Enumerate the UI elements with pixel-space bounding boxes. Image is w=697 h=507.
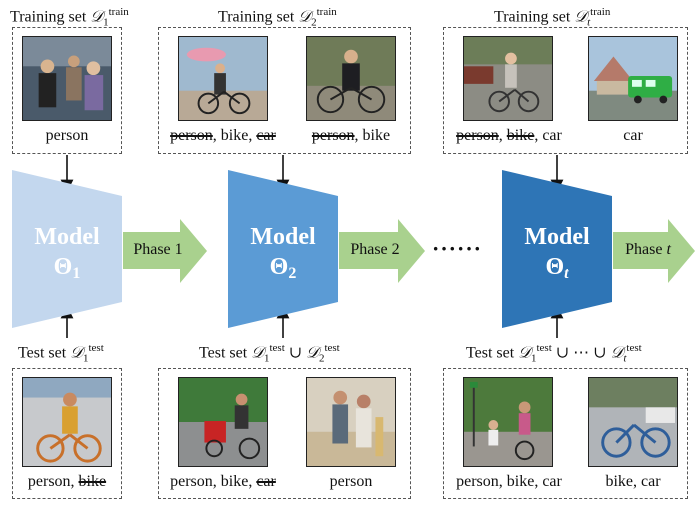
training-t-car-photo [588,36,678,121]
training-1-person-photo [22,36,112,121]
test-set-1-box [12,368,122,499]
test-2-people-photo [306,377,396,467]
struck-label: bike [506,127,535,144]
struck-label: person [311,127,355,144]
label-text: , [498,127,507,144]
training-2-image-b-caption: person, bike [296,127,406,145]
label-text: person, [27,473,79,490]
training-set-1-title: Training set 𝒟1train [10,6,129,29]
model-2-trapezoid [228,170,338,328]
struck-label: bike [78,473,107,490]
label-text: person [45,127,89,144]
training-t-image-b-caption: car [580,127,686,145]
phase-t-label: Phase t [625,241,671,258]
training-t-person-bike-photo [463,36,553,121]
model-t-trapezoid [502,170,612,328]
phase-1-label: Phase 1 [133,241,183,258]
test-2-trailer-photo [178,377,268,467]
label-text: person, bike, car [456,473,562,490]
training-set-1-box [12,27,122,154]
training-2-bike-photo-b [306,36,396,121]
training-set-2-box [158,27,411,154]
struck-label: car [256,473,276,490]
test-set-2-title: Test set 𝒟1test ∪ 𝒟2test [199,342,340,365]
training-2-image-a-caption: person, bike, car [160,127,286,145]
label-text: , bike, [212,127,257,144]
phase-2-arrow [339,219,425,283]
ellipsis: ······ [432,236,483,261]
label-text: , car [534,127,562,144]
label-text: bike, car [605,473,661,490]
phase-2-label: Phase 2 [350,241,400,258]
test-set-1-title: Test set 𝒟1test [18,342,104,365]
test-set-t-box [443,368,688,499]
training-set-2-title: Training set 𝒟2train [218,6,337,29]
test-1-cyclist-photo [22,377,112,467]
test-set-t-title: Test set 𝒟1test ∪ ⋯ ∪ 𝒟ttest [466,342,642,365]
model-1-trapezoid [12,170,122,328]
label-text: person, bike, [170,473,257,490]
training-1-image-caption: person [12,127,122,145]
training-set-t-box [443,27,688,154]
struck-label: car [256,127,276,144]
test-t-image-a-caption: person, bike, car [446,473,572,491]
test-set-2-box [158,368,411,499]
label-text: car [623,127,643,144]
training-set-t-title: Training set 𝒟ttrain [494,6,611,29]
test-t-image-b-caption: bike, car [580,473,686,491]
training-2-bike-photo-a [178,36,268,121]
label-text: person [329,473,373,490]
test-t-street-photo [463,377,553,467]
struck-label: person [456,127,499,144]
test-t-bike-photo [588,377,678,467]
test-1-image-caption: person, bike [12,473,122,491]
label-text: , bike [354,127,391,144]
training-t-image-a-caption: person, bike, car [446,127,572,145]
test-2-image-b-caption: person [296,473,406,491]
phase-1-arrow [123,219,207,283]
phase-t-arrow [613,219,695,283]
test-2-image-a-caption: person, bike, car [160,473,286,491]
struck-label: person [170,127,213,144]
